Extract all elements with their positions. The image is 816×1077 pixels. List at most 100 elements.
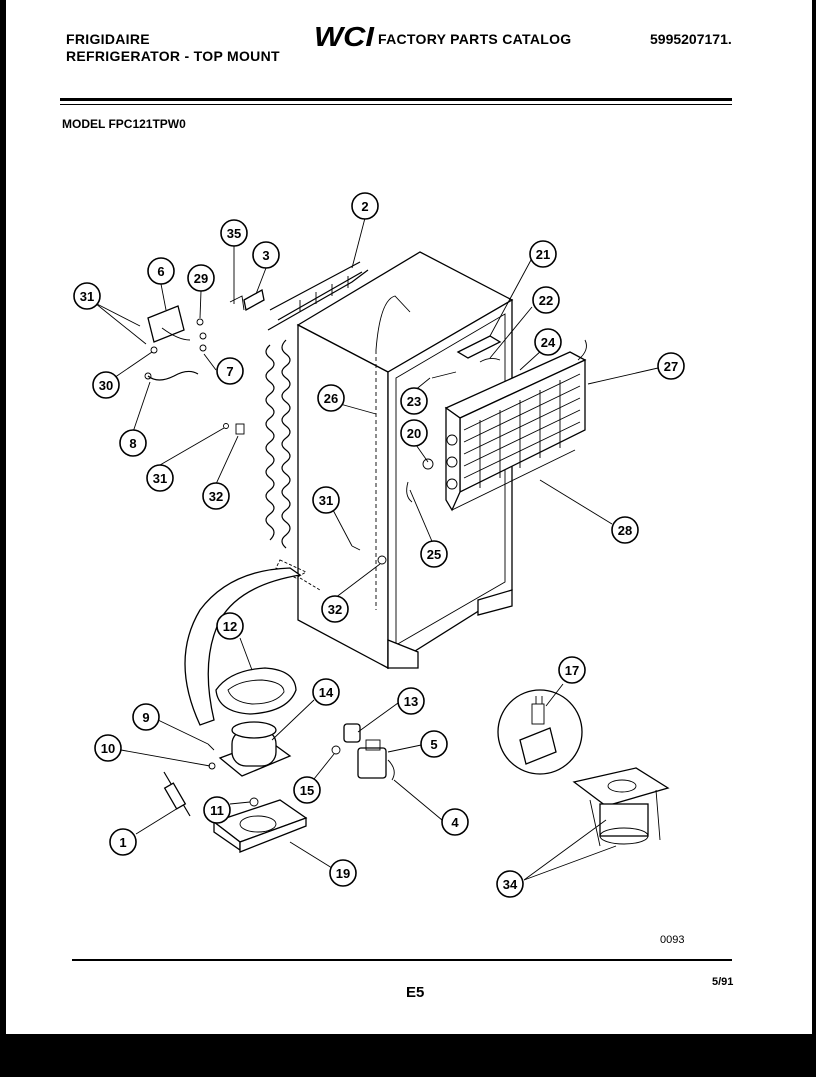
svg-text:12: 12 bbox=[223, 619, 237, 634]
top-bracket-parts bbox=[406, 335, 502, 503]
svg-text:2: 2 bbox=[361, 199, 368, 214]
svg-text:14: 14 bbox=[319, 685, 334, 700]
callout-21: 21 bbox=[529, 240, 557, 268]
callout-32-left: 32 bbox=[202, 482, 230, 510]
svg-text:4: 4 bbox=[451, 815, 459, 830]
svg-text:22: 22 bbox=[539, 293, 553, 308]
model-number: MODEL FPC121TPW0 bbox=[62, 117, 186, 131]
svg-text:24: 24 bbox=[541, 335, 556, 350]
svg-text:5: 5 bbox=[430, 737, 437, 752]
callout-32-mid: 32 bbox=[321, 595, 349, 623]
callout-9: 9 bbox=[132, 703, 160, 731]
part-1-tube bbox=[163, 771, 191, 817]
svg-text:13: 13 bbox=[404, 694, 418, 709]
product-type: REFRIGERATOR - TOP MOUNT bbox=[66, 48, 280, 64]
callout-6: 6 bbox=[147, 257, 175, 285]
callout-23: 23 bbox=[400, 387, 428, 415]
callout-7: 7 bbox=[216, 357, 244, 385]
callout-14: 14 bbox=[312, 678, 340, 706]
svg-text:30: 30 bbox=[99, 378, 113, 393]
svg-text:32: 32 bbox=[209, 489, 223, 504]
svg-text:31: 31 bbox=[80, 289, 94, 304]
relay-overload bbox=[331, 723, 395, 781]
callout-24: 24 bbox=[534, 328, 562, 356]
catalog-title: FACTORY PARTS CATALOG bbox=[378, 31, 572, 47]
svg-text:11: 11 bbox=[210, 803, 224, 818]
evaporator bbox=[444, 339, 587, 512]
callout-12: 12 bbox=[216, 612, 244, 640]
callout-15: 15 bbox=[293, 776, 321, 804]
svg-text:23: 23 bbox=[407, 394, 421, 409]
svg-text:26: 26 bbox=[324, 391, 338, 406]
svg-text:25: 25 bbox=[427, 547, 441, 562]
callout-19: 19 bbox=[329, 859, 357, 887]
wci-logo-text: WCI bbox=[314, 22, 375, 50]
callout-4: 4 bbox=[441, 808, 469, 836]
drain-hose bbox=[184, 567, 302, 726]
callout-17: 17 bbox=[558, 656, 586, 684]
callout-20: 20 bbox=[400, 419, 428, 447]
svg-text:17: 17 bbox=[565, 663, 579, 678]
svg-text:6: 6 bbox=[157, 264, 164, 279]
svg-text:32: 32 bbox=[328, 602, 342, 617]
svg-text:27: 27 bbox=[664, 359, 678, 374]
svg-text:10: 10 bbox=[101, 741, 115, 756]
svg-text:8: 8 bbox=[129, 436, 136, 451]
callout-31-left: 31 bbox=[146, 464, 174, 492]
svg-text:31: 31 bbox=[153, 471, 167, 486]
callout-3: 3 bbox=[252, 241, 280, 269]
callout-25: 25 bbox=[420, 540, 448, 568]
callout-labels: 2 35 3 6 29 31 30 7 8 31 32 21 22 24 27 … bbox=[73, 192, 685, 898]
callout-27: 27 bbox=[657, 352, 685, 380]
svg-text:3: 3 bbox=[262, 248, 269, 263]
callout-11: 11 bbox=[203, 796, 231, 824]
svg-text:34: 34 bbox=[503, 877, 518, 892]
left-small-parts bbox=[144, 288, 387, 591]
scan-edge-left bbox=[0, 0, 6, 1077]
compressor-base bbox=[212, 799, 308, 853]
svg-text:7: 7 bbox=[226, 364, 233, 379]
callout-35: 35 bbox=[220, 219, 248, 247]
page-number: E5 bbox=[406, 984, 425, 1001]
svg-text:35: 35 bbox=[227, 226, 241, 241]
callout-10: 10 bbox=[94, 734, 122, 762]
callout-31-top: 31 bbox=[73, 282, 101, 310]
callout-2: 2 bbox=[351, 192, 379, 220]
footer-rule bbox=[72, 959, 732, 961]
drawing-code: 0093 bbox=[660, 934, 685, 946]
svg-text:9: 9 bbox=[142, 710, 149, 725]
defrost-timer bbox=[497, 689, 583, 775]
svg-text:29: 29 bbox=[194, 271, 208, 286]
svg-text:15: 15 bbox=[300, 783, 314, 798]
svg-text:28: 28 bbox=[618, 523, 632, 538]
svg-text:19: 19 bbox=[336, 866, 350, 881]
drain-pan bbox=[215, 667, 297, 715]
catalog-date: 5/91 bbox=[712, 976, 734, 988]
scan-edge-right bbox=[812, 0, 816, 1077]
condenser-coil bbox=[265, 261, 369, 549]
callout-5: 5 bbox=[420, 730, 448, 758]
leader-lines bbox=[94, 217, 659, 881]
header-rule bbox=[60, 98, 732, 101]
svg-text:20: 20 bbox=[407, 426, 421, 441]
fan-motor-assembly bbox=[572, 767, 670, 847]
wci-logo: WCI bbox=[314, 22, 375, 50]
svg-text:31: 31 bbox=[319, 493, 333, 508]
compressor bbox=[207, 721, 292, 807]
callout-34: 34 bbox=[496, 870, 524, 898]
callout-26: 26 bbox=[317, 384, 345, 412]
callout-31-mid: 31 bbox=[312, 486, 340, 514]
callout-30: 30 bbox=[92, 371, 120, 399]
header-rule-thin bbox=[60, 104, 732, 105]
callout-1: 1 bbox=[109, 828, 137, 856]
scan-edge-bottom bbox=[0, 1034, 816, 1077]
callout-28: 28 bbox=[611, 516, 639, 544]
brand-name: FRIGIDAIRE bbox=[66, 31, 150, 47]
svg-text:21: 21 bbox=[536, 247, 550, 262]
callout-29: 29 bbox=[187, 264, 215, 292]
svg-text:1: 1 bbox=[119, 835, 126, 850]
callout-8: 8 bbox=[119, 429, 147, 457]
callout-22: 22 bbox=[532, 286, 560, 314]
catalog-part-number: 5995207171. bbox=[650, 31, 732, 47]
